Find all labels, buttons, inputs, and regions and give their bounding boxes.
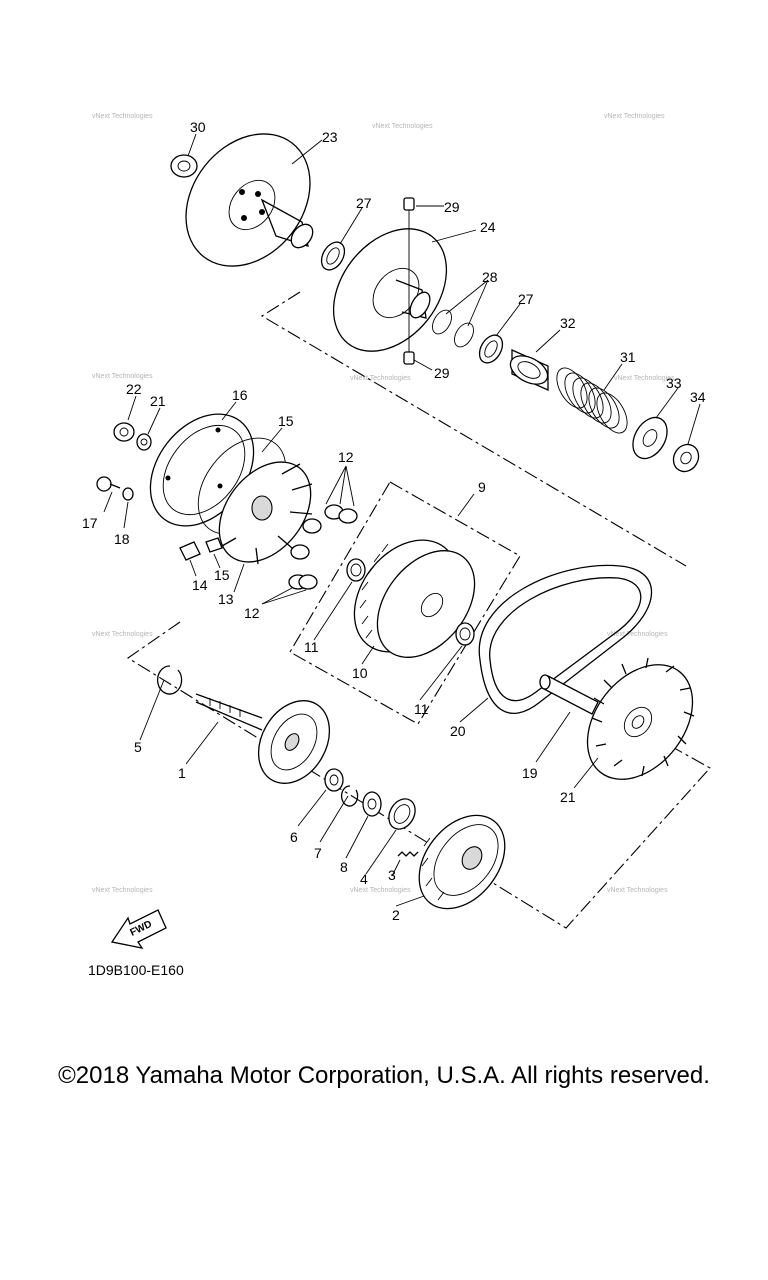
callout-29: 29 (444, 199, 460, 215)
part-11-bushing (346, 558, 366, 582)
part-8-nut (362, 791, 382, 817)
part-23-washer (136, 433, 152, 451)
watermark-text: vNext Technologies (607, 631, 668, 638)
part-29-guide-pins (403, 197, 415, 365)
callout-27: 27 (356, 195, 372, 211)
exploded-parts-diagram: vNext Technologies vNext Technologies vN… (82, 113, 711, 949)
part-32-spring-seat (632, 416, 668, 460)
fwd-arrow-icon: FWD (110, 909, 167, 949)
part-28-o-ring (432, 309, 452, 335)
callout-27: 27 (518, 291, 534, 307)
leader-lines (103, 133, 701, 907)
part-21-v-belt (478, 564, 653, 714)
clutch-assembly-outline (126, 621, 711, 929)
callout-7: 7 (314, 845, 322, 861)
watermark-text: vNext Technologies (92, 113, 153, 120)
watermark-text: vNext Technologies (614, 375, 675, 382)
watermark-text: vNext Technologies (372, 123, 433, 130)
callout-26: 24 (480, 219, 496, 235)
callout-25: 23 (322, 129, 338, 145)
part-24-nut (113, 422, 135, 442)
part-27-oil-seal (478, 334, 504, 364)
callout-labels: 30 23 27 29 24 28 27 32 31 29 33 34 22 2… (82, 119, 706, 923)
callout-9: 9 (478, 479, 486, 495)
callout-5: 5 (134, 739, 142, 755)
part-17-cam-cover (149, 413, 255, 527)
callout-34: 30 (190, 119, 206, 135)
part-26-sliding-sheave (332, 228, 448, 352)
callout-13: 13 (218, 591, 234, 607)
callout-19: 18 (114, 531, 130, 547)
part-30-spring (556, 367, 628, 434)
part-7-circlip (340, 785, 359, 807)
part-33-nut (672, 443, 700, 473)
part-27-oil-seal (320, 241, 346, 271)
callout-23: 21 (150, 393, 166, 409)
watermark-text: vNext Technologies (350, 887, 411, 894)
callout-6: 6 (290, 829, 298, 845)
callout-21: 20 (450, 723, 466, 739)
watermark-text: vNext Technologies (604, 113, 665, 120)
part-4-one-way-clutch (388, 798, 416, 830)
part-2-clutch-carrier (418, 814, 506, 910)
part-25-fixed-sheave (185, 133, 314, 267)
callout-18: 17 (82, 515, 98, 531)
callout-3: 3 (388, 867, 396, 883)
secondary-sheave-outline (260, 291, 687, 567)
part-20-primary-fixed-sheave-shaft (539, 674, 599, 715)
callout-11: 11 (304, 639, 319, 655)
assembly-outlines (126, 291, 711, 929)
callout-11: 11 (414, 701, 429, 717)
callout-12: 12 (244, 605, 260, 621)
callout-12: 12 (338, 449, 354, 465)
callout-10: 10 (352, 665, 368, 681)
callout-2: 2 (392, 907, 400, 923)
part-22-fixed-sheave-fan (586, 657, 695, 780)
primary-sheave-outline (289, 481, 521, 725)
callout-24: 22 (126, 381, 142, 397)
part-6-bearing (324, 768, 344, 792)
part-14-slider (179, 541, 201, 561)
callout-8: 8 (340, 859, 348, 875)
watermark-text: vNext Technologies (607, 887, 668, 894)
part-12-weights (261, 465, 358, 605)
callout-17: 16 (232, 387, 248, 403)
part-3-spring (397, 851, 419, 857)
callout-22: 21 (560, 789, 576, 805)
callout-31: 32 (560, 315, 576, 331)
callout-33: 34 (690, 389, 706, 405)
callout-16: 15 (278, 413, 294, 429)
watermark-text: vNext Technologies (92, 373, 153, 380)
callout-1: 1 (178, 765, 186, 781)
part-11-bushing (455, 622, 475, 646)
drawing-code: 1D9B100-E160 (88, 962, 184, 978)
callout-29: 29 (434, 365, 450, 381)
part-28-o-ring (454, 322, 474, 348)
watermark-text: vNext Technologies (92, 631, 153, 638)
callout-32: 33 (666, 375, 682, 391)
copyright-notice: ©2018 Yamaha Motor Corporation, U.S.A. A… (58, 1062, 710, 1089)
watermark-text: vNext Technologies (350, 375, 411, 382)
part-15-slider (205, 537, 223, 553)
part-34-nut (170, 154, 198, 178)
part-13-cam (218, 461, 313, 565)
callout-30: 31 (620, 349, 636, 365)
part-31-collar (509, 348, 549, 392)
callout-15: 15 (214, 567, 230, 583)
callout-4: 4 (360, 871, 368, 887)
part-5-circlip (156, 665, 183, 695)
part-18-bolt (96, 476, 121, 492)
callout-14: 14 (192, 577, 208, 593)
part-1-clutch-housing (195, 693, 331, 784)
callout-20: 19 (522, 765, 538, 781)
callout-28: 28 (482, 269, 498, 285)
part-19-washer (122, 487, 134, 501)
part-10-primary-sliding-sheave (353, 539, 476, 658)
watermark-text: vNext Technologies (92, 887, 153, 894)
